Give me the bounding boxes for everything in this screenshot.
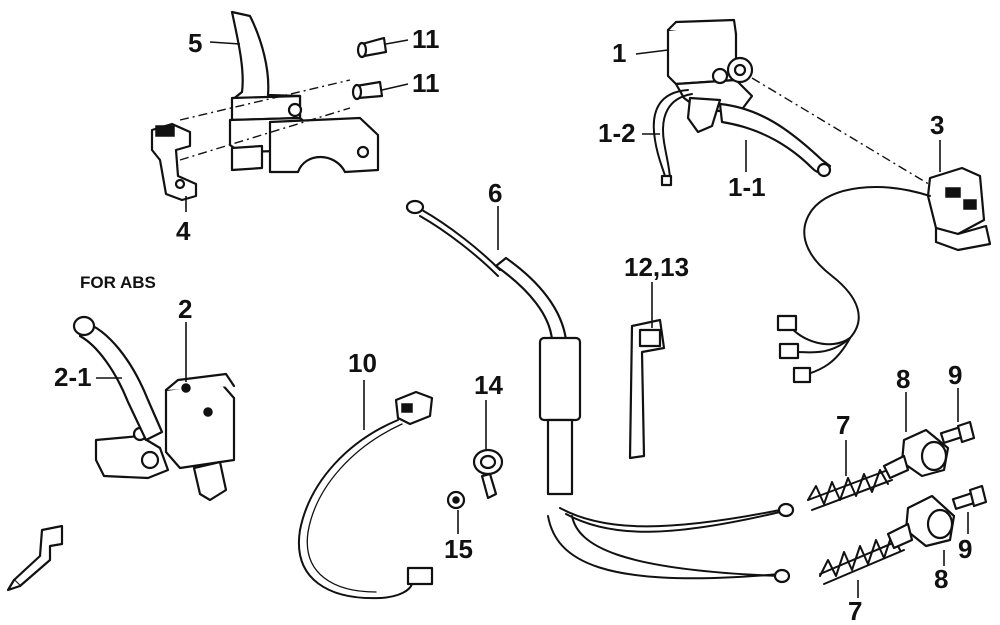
label-part-12-13: 12,13 — [624, 252, 689, 282]
part-11-bolt-upper — [356, 36, 388, 59]
part-12-13-cable-tie — [628, 318, 666, 460]
leader-lines — [96, 39, 969, 598]
label-part-1-2: 1-2 — [598, 118, 636, 148]
label-part-6: 6 — [488, 178, 502, 208]
label-part-11-lower: 11 — [412, 68, 440, 98]
part-11-bolt-lower — [351, 80, 384, 101]
part-8-weight-upper — [882, 428, 950, 480]
label-part-4: 4 — [176, 216, 191, 246]
part-9-screw-lower — [951, 484, 988, 510]
label-part-7-lower: 7 — [848, 596, 862, 625]
label-part-15: 15 — [444, 534, 473, 564]
front-direction-arrow-icon — [6, 524, 64, 592]
label-part-7-upper: 7 — [836, 410, 850, 440]
part-15-screw — [446, 490, 466, 510]
part-1-master-cylinder — [666, 18, 754, 134]
part-2-1-brake-lever — [72, 315, 164, 442]
part-7-spring-lower — [819, 533, 905, 585]
label-part-8-lower: 8 — [934, 564, 948, 594]
label-part-3: 3 — [930, 110, 944, 140]
part-2-abs-master-cylinder — [94, 372, 236, 502]
part-10-switch-wire — [297, 390, 434, 600]
part-14-clamp — [472, 448, 504, 500]
part-1-2-switch-wire — [652, 89, 693, 187]
note-for-abs: FOR ABS — [80, 273, 156, 292]
label-part-2-1: 2-1 — [54, 362, 92, 392]
label-part-8-upper: 8 — [896, 364, 910, 394]
part-9-screw-upper — [939, 420, 976, 444]
part-6-throttle-cable — [405, 199, 795, 584]
label-part-1: 1 — [612, 38, 626, 68]
label-part-9-upper: 9 — [948, 360, 962, 390]
label-part-9-lower: 9 — [958, 534, 972, 564]
label-part-5: 5 — [188, 28, 202, 58]
label-part-10: 10 — [348, 348, 377, 378]
label-part-11-upper: 11 — [412, 24, 440, 54]
part-8-weight-lower — [886, 494, 956, 550]
label-part-14: 14 — [474, 370, 503, 400]
part-4-switch-bracket — [150, 122, 198, 202]
part-7-spring-upper — [807, 469, 893, 511]
part-5-lever-bracket — [179, 10, 380, 174]
part-3-switch-housing — [776, 166, 992, 384]
label-part-2: 2 — [178, 294, 192, 324]
part-1-1-brake-lever — [718, 102, 832, 178]
label-part-1-1: 1-1 — [728, 172, 766, 202]
